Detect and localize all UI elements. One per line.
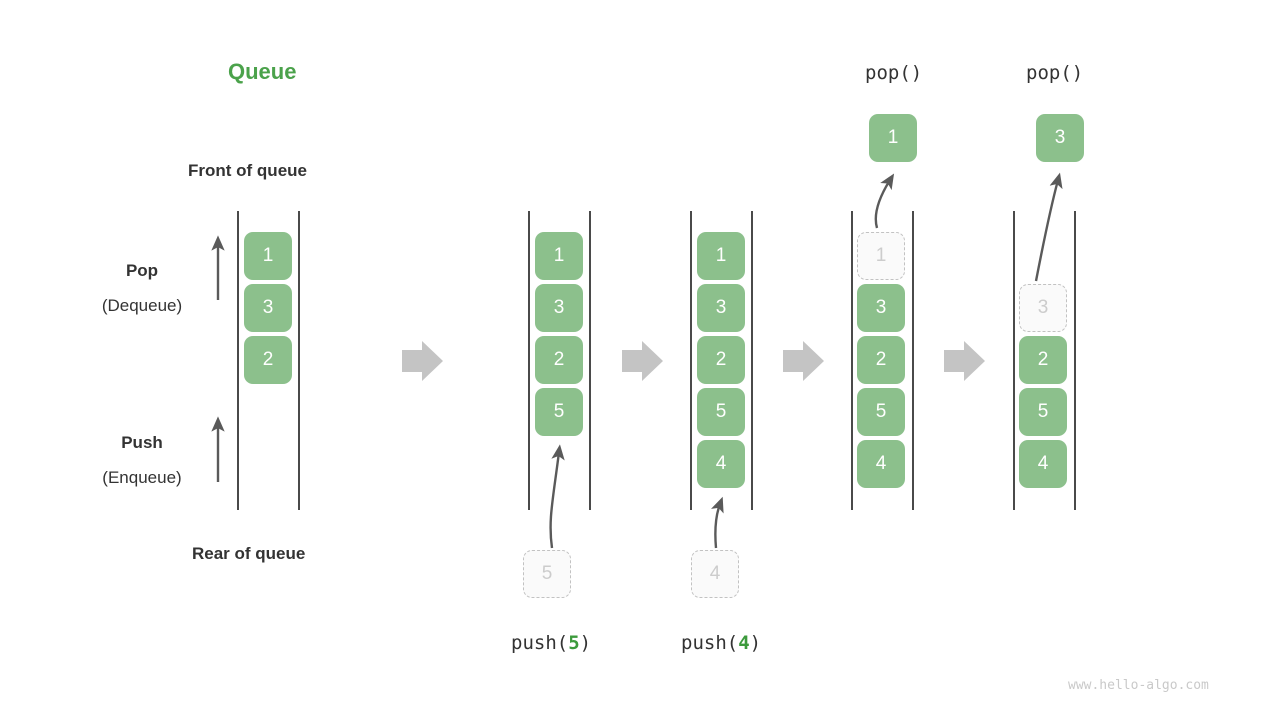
step-arrow-3 xyxy=(783,341,824,381)
incoming-ghost-cell: 4 xyxy=(691,550,739,598)
outgoing-ghost-cell: 3 xyxy=(1019,284,1067,332)
queue-cell: 3 xyxy=(857,284,905,332)
step-arrow-1 xyxy=(402,341,443,381)
incoming-ghost-cell: 5 xyxy=(523,550,571,598)
queue-cell: 5 xyxy=(535,388,583,436)
queue-rail-right-col1 xyxy=(298,211,300,510)
queue-cell: 4 xyxy=(697,440,745,488)
queue-rail-right-col2 xyxy=(589,211,591,510)
queue-cell: 2 xyxy=(535,336,583,384)
popped-cell: 1 xyxy=(869,114,917,162)
push-caption-1-prefix: push( xyxy=(511,632,569,654)
queue-cell: 5 xyxy=(697,388,745,436)
pop-motion-arrow-2 xyxy=(1034,172,1063,282)
pop-sublabel: (Dequeue) xyxy=(101,296,183,315)
queue-rail-right-col4 xyxy=(912,211,914,510)
queue-rail-left-col1 xyxy=(237,211,239,510)
popped-cell: 3 xyxy=(1036,114,1084,162)
pop-caption-1: pop() xyxy=(865,62,923,84)
outgoing-ghost-cell: 1 xyxy=(857,232,905,280)
queue-cell: 2 xyxy=(244,336,292,384)
step-arrow-4 xyxy=(944,341,985,381)
queue-cell: 4 xyxy=(1019,440,1067,488)
queue-cell: 2 xyxy=(697,336,745,384)
push-label: Push xyxy=(121,433,163,452)
push-caption-2-arg: 4 xyxy=(738,632,750,654)
queue-rail-right-col5 xyxy=(1074,211,1076,510)
watermark: www.hello-algo.com xyxy=(1068,678,1209,693)
queue-cell: 4 xyxy=(857,440,905,488)
pop-caption-2: pop() xyxy=(1026,62,1084,84)
pop-label: Pop xyxy=(125,261,159,280)
push-caption-1-arg: 5 xyxy=(568,632,580,654)
push-motion-arrow-1 xyxy=(549,444,565,549)
push-sublabel: (Enqueue) xyxy=(102,468,182,487)
queue-cell: 5 xyxy=(1019,388,1067,436)
queue-cell: 1 xyxy=(244,232,292,280)
push-motion-arrow-2 xyxy=(711,496,724,549)
queue-rail-right-col3 xyxy=(751,211,753,510)
push-caption-2-suffix: ) xyxy=(749,632,762,654)
queue-cell: 3 xyxy=(697,284,745,332)
queue-cell: 2 xyxy=(1019,336,1067,384)
pop-motion-arrow-1 xyxy=(874,173,895,229)
queue-cell: 2 xyxy=(857,336,905,384)
step-arrow-2 xyxy=(622,341,663,381)
queue-cell: 3 xyxy=(535,284,583,332)
push-caption-2-prefix: push( xyxy=(681,632,739,654)
queue-cell: 1 xyxy=(697,232,745,280)
queue-cell: 1 xyxy=(535,232,583,280)
front-of-queue-label: Front of queue xyxy=(188,161,307,180)
queue-rail-left-col5 xyxy=(1013,211,1015,510)
queue-rail-left-col4 xyxy=(851,211,853,510)
queue-cell: 3 xyxy=(244,284,292,332)
rear-of-queue-label: Rear of queue xyxy=(192,544,306,563)
push-caption-1-suffix: ) xyxy=(579,632,592,654)
queue-rail-left-col3 xyxy=(690,211,692,510)
queue-cell: 5 xyxy=(857,388,905,436)
page-title: Queue xyxy=(228,59,297,84)
push-caption-2: push(4) xyxy=(681,632,761,654)
push-caption-1: push(5) xyxy=(511,632,591,654)
queue-rail-left-col2 xyxy=(528,211,530,510)
